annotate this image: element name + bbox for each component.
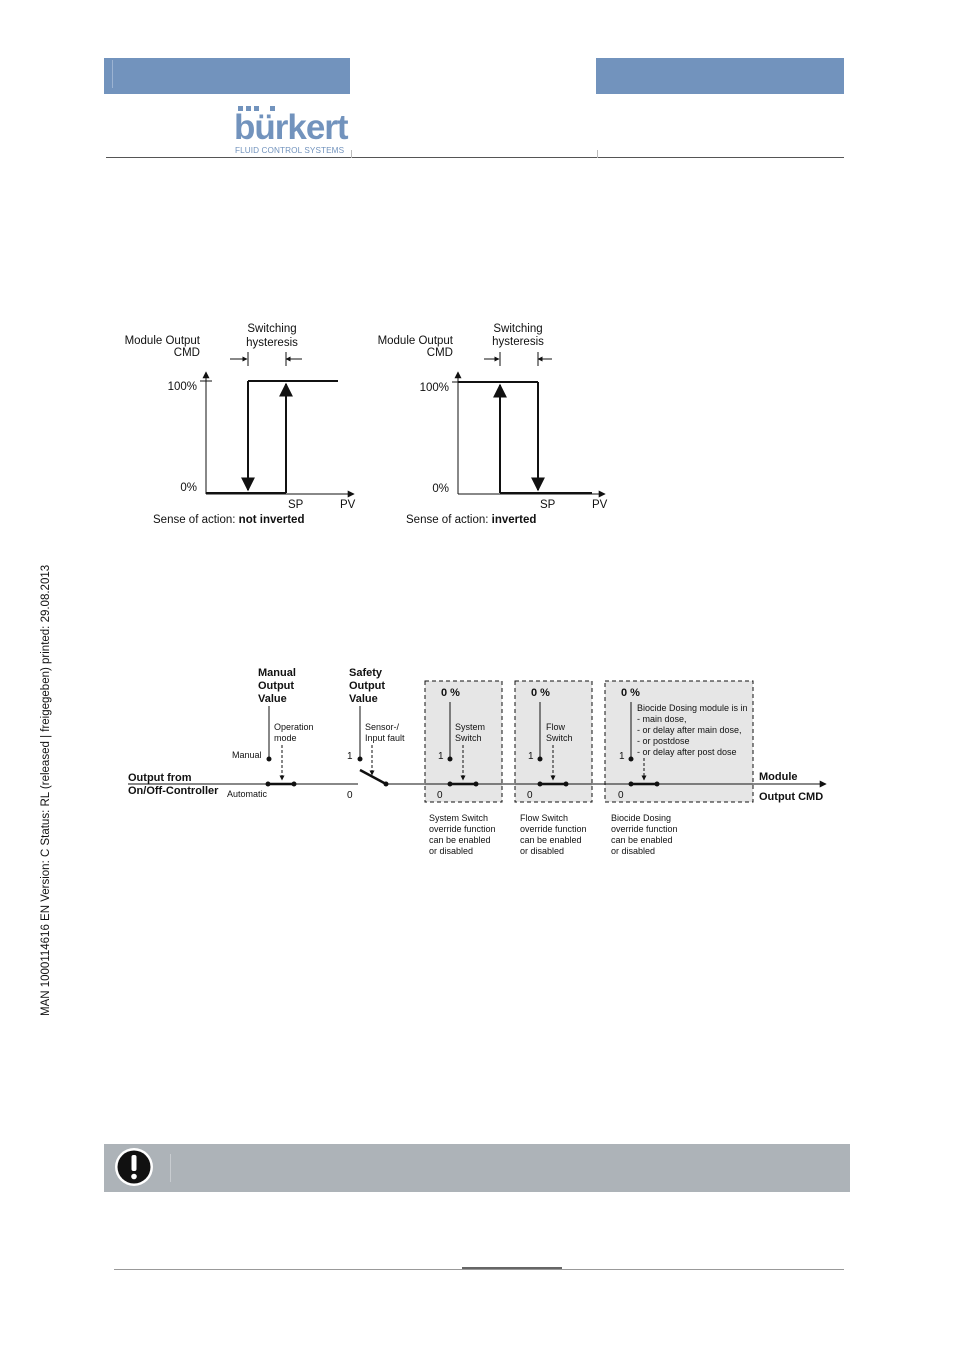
flow-caption: can be enabled [520, 835, 582, 845]
header-rule-tick [351, 150, 352, 158]
header-bar-left [104, 58, 350, 94]
hysteresis-chart-not-inverted: Module Output CMD Switching hysteresis 1… [125, 323, 356, 526]
hysteresis-label: Switching [493, 323, 542, 335]
system-switch-box [424, 680, 503, 803]
safety-title: Output [349, 680, 385, 692]
tick-0: 0% [180, 482, 197, 494]
footer-rule [114, 1269, 844, 1270]
note-separator [170, 1154, 171, 1182]
position-zero: 0 [347, 790, 353, 801]
operation-mode-label: mode [274, 733, 297, 743]
flow-caption: Flow Switch [520, 813, 568, 823]
logo-word: bürkert [234, 108, 349, 147]
burkert-logo: bürkert FLUID CONTROL SYSTEMS [234, 106, 352, 156]
flow-switch-label: Flow [546, 722, 566, 732]
sp-label: SP [288, 499, 304, 511]
biocide-caption: Biocide Dosing [611, 813, 671, 823]
manual-title: Output [258, 680, 294, 692]
sp-label: SP [540, 499, 556, 511]
biocide-caption: override function [611, 824, 678, 834]
manual-title: Manual [258, 667, 296, 679]
system-switch-label: Switch [455, 733, 482, 743]
zero-percent-label: 0 % [441, 687, 460, 699]
sense-of-action-caption: Sense of action: inverted [406, 514, 536, 526]
position-one: 1 [528, 751, 534, 762]
flow-switch-label: Switch [546, 733, 573, 743]
tick-0: 0% [432, 483, 449, 495]
position-zero: 0 [437, 790, 443, 801]
footer-mark [462, 1267, 562, 1269]
system-switch-label: System [455, 722, 485, 732]
pv-label: PV [592, 499, 608, 511]
tick-100: 100% [168, 381, 197, 393]
y-axis-label: Module Output [125, 335, 201, 347]
logo-dots-icon [238, 106, 275, 111]
hysteresis-label: hysteresis [246, 337, 298, 349]
biocide-caption: can be enabled [611, 835, 673, 845]
system-caption: System Switch [429, 813, 488, 823]
output-signal-flow-diagram: Output from On/Off-Controller Module Out… [128, 667, 827, 856]
hysteresis-label: Switching [247, 323, 296, 335]
biocide-state-line: - or delay after main dose, [637, 725, 742, 735]
logo-subtitle: FLUID CONTROL SYSTEMS [235, 146, 345, 155]
input-label: On/Off-Controller [128, 785, 219, 797]
biocide-box [604, 680, 754, 803]
header-rule-tick [597, 150, 598, 158]
biocide-state-line: - main dose, [637, 714, 687, 724]
y-axis-label: Module Output [378, 335, 454, 347]
sense-of-action-caption: Sense of action: not inverted [153, 514, 304, 526]
output-label: Output CMD [759, 791, 823, 803]
header-bar-right [596, 58, 844, 94]
note-bar [104, 1144, 850, 1192]
y-axis-label: CMD [427, 347, 453, 359]
input-label: Output from [128, 772, 192, 784]
manual-position-label: Manual [232, 750, 262, 760]
position-zero: 0 [527, 790, 533, 801]
pv-label: PV [340, 499, 356, 511]
safety-title: Value [349, 693, 378, 705]
output-label: Module [759, 771, 798, 783]
system-caption: override function [429, 824, 496, 834]
position-zero: 0 [618, 790, 624, 801]
tick-100: 100% [420, 382, 449, 394]
exclamation-icon [115, 1148, 153, 1186]
system-caption: or disabled [429, 846, 473, 856]
biocide-state-line: Biocide Dosing module is in [637, 703, 748, 713]
hysteresis-chart-inverted: Module Output CMD Switching hysteresis 1… [378, 323, 608, 526]
flow-caption: override function [520, 824, 587, 834]
header-rule [106, 157, 844, 158]
automatic-position-label: Automatic [227, 789, 268, 799]
flow-switch-box [514, 680, 593, 803]
zero-percent-label: 0 % [531, 687, 550, 699]
biocide-caption: or disabled [611, 846, 655, 856]
safety-title: Safety [349, 667, 383, 679]
y-axis-label: CMD [174, 347, 200, 359]
manual-title: Value [258, 693, 287, 705]
sensor-fault-label: Input fault [365, 733, 405, 743]
position-one: 1 [619, 751, 625, 762]
system-caption: can be enabled [429, 835, 491, 845]
operation-mode-label: Operation [274, 722, 314, 732]
position-one: 1 [438, 751, 444, 762]
hysteresis-label: hysteresis [492, 336, 544, 348]
biocide-state-line: - or delay after post dose [637, 747, 737, 757]
biocide-state-line: - or postdose [637, 736, 690, 746]
sensor-fault-label: Sensor-/ [365, 722, 400, 732]
position-one: 1 [347, 751, 353, 762]
zero-percent-label: 0 % [621, 687, 640, 699]
flow-caption: or disabled [520, 846, 564, 856]
